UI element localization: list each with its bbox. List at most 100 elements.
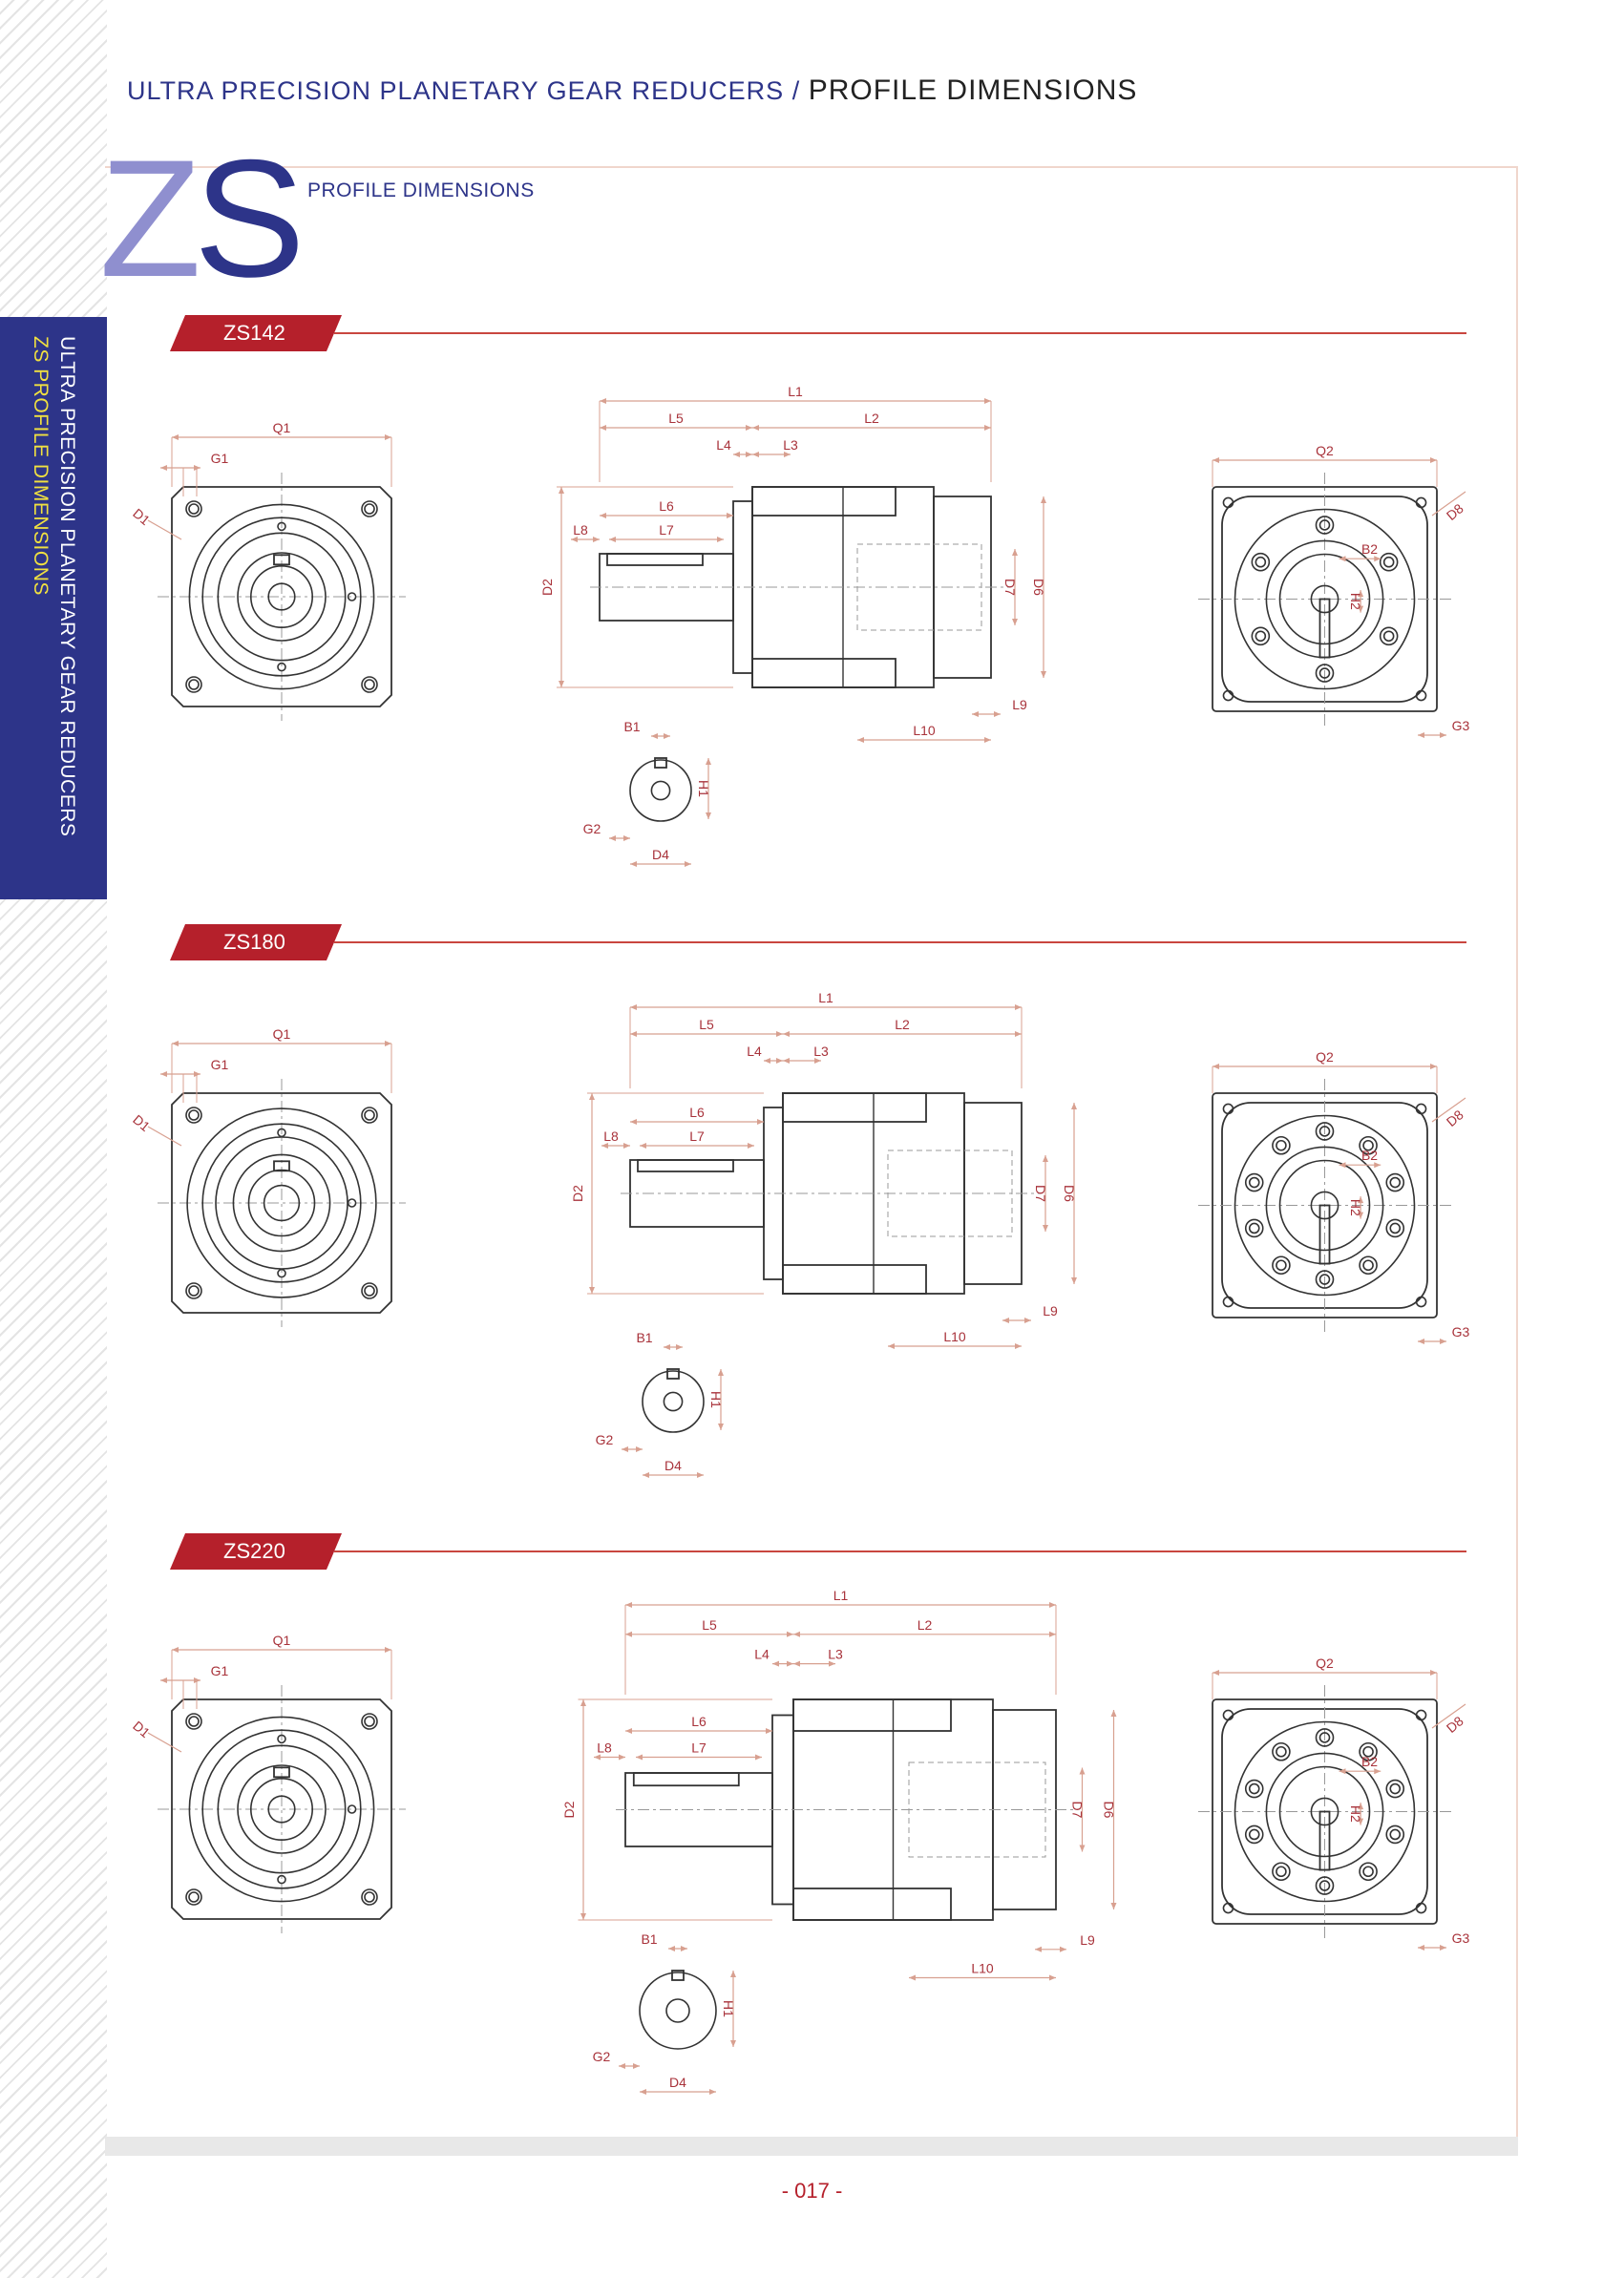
dimension-arrow <box>1430 1670 1437 1676</box>
flange-ring <box>232 1153 331 1253</box>
input-adapter <box>992 1709 1057 1910</box>
dimension-arrow <box>1043 1225 1048 1232</box>
dimension-arrow <box>668 1946 675 1951</box>
shaft-bore <box>267 1795 296 1824</box>
corner-hole <box>1415 1902 1427 1914</box>
series-logo: ZS <box>99 136 306 303</box>
dimension-label-h2: H2 <box>1348 1805 1363 1823</box>
page-title-blue: ULTRA PRECISION PLANETARY GEAR REDUCERS <box>127 76 785 105</box>
dimension-arrow <box>623 835 630 841</box>
dimension-label-l3: L3 <box>813 1044 829 1059</box>
dimension-label-l7: L7 <box>689 1128 705 1144</box>
dimension-arrow <box>594 1754 601 1761</box>
dimension-arrow <box>909 1974 916 1981</box>
dimension-arrow <box>593 537 600 542</box>
dimension-label-h1: H1 <box>721 2000 736 2017</box>
dimension-arrow <box>625 1602 632 1608</box>
bolt-hole <box>1244 1825 1264 1845</box>
dimension-arrow <box>630 861 637 867</box>
dimension-arrow <box>697 1472 704 1478</box>
hidden-bore <box>887 1150 1013 1237</box>
dimension-label-d8: D8 <box>1444 500 1466 523</box>
dimension-arrow <box>783 1031 790 1037</box>
bolt-hole <box>1318 1732 1331 1743</box>
section-tab-zs142: ZS142 <box>170 315 342 351</box>
dimension-label-l1: L1 <box>833 1588 849 1603</box>
dimension-label-g3: G3 <box>1452 718 1470 733</box>
dimension-arrow <box>385 1647 391 1653</box>
bolt-hole <box>1251 626 1271 646</box>
mounting-hole <box>364 503 375 515</box>
dimension-label-d4: D4 <box>669 2075 686 2090</box>
section-tab-zs220: ZS220 <box>170 1533 342 1570</box>
dimension-arrow <box>857 737 864 743</box>
dimension-label-l8: L8 <box>603 1128 619 1144</box>
dimension-arrow <box>1440 1945 1446 1951</box>
corner-hole <box>1222 1296 1234 1308</box>
side-band-line1: ULTRA PRECISION PLANETARY GEAR REDUCERS <box>56 336 78 837</box>
shaft-bore <box>267 582 296 611</box>
screw-hole <box>277 1128 286 1138</box>
dimension-label-d4: D4 <box>664 1458 682 1473</box>
dimension-arrow <box>385 434 391 440</box>
dimension-arrow <box>160 1677 167 1683</box>
bolt-hole <box>1248 1782 1260 1795</box>
bolt-hole <box>1359 1135 1378 1155</box>
dimension-arrow <box>160 1071 167 1077</box>
dimension-arrow <box>1024 1318 1031 1323</box>
hub-slot <box>1318 1810 1331 1871</box>
dimension-arrow <box>619 2063 625 2069</box>
shaft-section <box>639 1972 717 2050</box>
dimension-arrow <box>1339 556 1346 562</box>
dimension-arrow <box>194 1071 200 1077</box>
dimension-arrow <box>1418 732 1424 738</box>
dimension-arrow <box>1213 1670 1219 1676</box>
screw-hole <box>347 592 357 601</box>
bolt-hole <box>1385 1218 1405 1238</box>
corner-hole <box>1222 1103 1234 1115</box>
dimension-arrow <box>984 398 991 404</box>
bolt-hole <box>1362 1259 1374 1272</box>
dimension-arrow <box>559 681 564 687</box>
dimension-arrow <box>1110 1903 1117 1909</box>
mounting-hole <box>361 500 378 517</box>
flange-ring <box>201 1123 362 1283</box>
dimension-arrow <box>172 434 179 440</box>
housing-rib <box>751 658 896 688</box>
dimension-arrow <box>1374 556 1381 562</box>
dimension-arrow <box>681 1946 687 1951</box>
dimension-label-g3: G3 <box>1452 1324 1470 1339</box>
mounting-hole <box>188 503 200 515</box>
bolt-hole <box>1379 626 1399 646</box>
dimension-arrow <box>787 1660 793 1667</box>
dimension-label-l4: L4 <box>716 437 731 453</box>
logo-letter-s: S <box>193 126 306 312</box>
shaft-bore <box>1310 1191 1339 1220</box>
dimension-arrow <box>757 1119 764 1125</box>
dimension-label-l4: L4 <box>754 1647 770 1662</box>
dimension-label-d2: D2 <box>570 1185 585 1202</box>
bolt-hole <box>1385 1172 1405 1192</box>
dimension-label-q1: Q1 <box>273 1633 291 1648</box>
side-band-line2: ZS PROFILE DIMENSIONS <box>30 336 52 596</box>
dimension-arrow <box>718 1369 724 1376</box>
dimension-arrow <box>718 1424 724 1430</box>
dimension-arrow <box>619 1754 625 1761</box>
center-hole <box>663 1391 684 1412</box>
dimension-arrow <box>385 1041 391 1046</box>
bolt-hole <box>1248 1222 1260 1234</box>
dimension-label-g3: G3 <box>1452 1930 1470 1946</box>
dimension-arrow <box>640 1143 646 1149</box>
corner-hole <box>1415 496 1427 509</box>
dimension-arrow <box>1035 1946 1042 1952</box>
screw-hole <box>277 521 286 532</box>
dimension-arrow <box>1374 1162 1381 1169</box>
dimension-label-d4: D4 <box>652 847 669 862</box>
key-section <box>666 1368 680 1380</box>
dimension-label-d8: D8 <box>1444 1107 1466 1129</box>
mounting-hole <box>361 1888 378 1906</box>
mounting-hole <box>188 1109 200 1121</box>
dimension-label-d7: D7 <box>1070 1802 1086 1819</box>
dimension-arrow <box>160 465 167 471</box>
dimension-arrow <box>1430 457 1437 463</box>
